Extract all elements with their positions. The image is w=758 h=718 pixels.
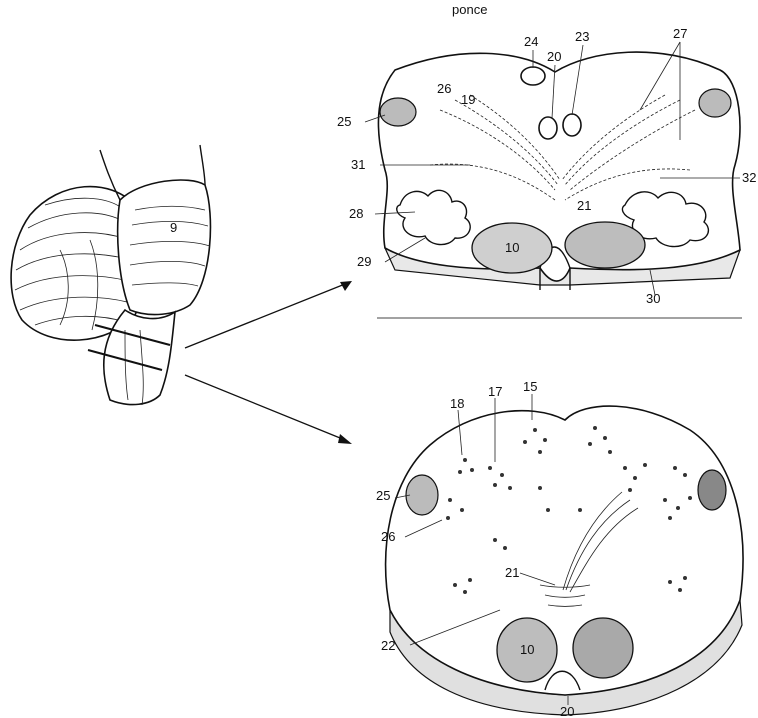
lower-section-outline (386, 406, 743, 695)
upper-label-32: 32 (742, 170, 756, 185)
upper-label-10: 10 (505, 240, 519, 255)
cerebellum-brainstem-drawing: 9 (11, 145, 210, 405)
upper-label-24: 24 (524, 34, 538, 49)
upper-label-31: 31 (351, 157, 365, 172)
upper-label-19: 19 (461, 92, 475, 107)
lower-label-15: 15 (523, 379, 537, 394)
upper-label-26: 26 (437, 81, 451, 96)
arrow-to-lower-section (185, 375, 352, 444)
lower-label-21: 21 (505, 565, 519, 580)
upper-label-30: 30 (646, 291, 660, 306)
arrow-to-upper-section (185, 281, 352, 348)
upper-label-20: 20 (547, 49, 561, 64)
lower-label-22: 22 (381, 638, 395, 653)
upper-section-outline (378, 52, 740, 281)
lower-label-25: 25 (376, 488, 390, 503)
lower-label-26: 26 (381, 529, 395, 544)
upper-label-27: 27 (673, 26, 687, 41)
upper-label-28: 28 (349, 206, 363, 221)
upper-label-23: 23 (575, 29, 589, 44)
lower-label-17: 17 (488, 384, 502, 399)
upper-label-25: 25 (337, 114, 351, 129)
brainstem-label: 9 (170, 220, 177, 235)
top-caption: ponce (452, 2, 487, 17)
lower-label-10: 10 (520, 642, 534, 657)
upper-label-29: 29 (357, 254, 371, 269)
lower-cross-section: 18 17 15 25 26 21 22 10 20 (376, 379, 743, 718)
pons-outline (118, 180, 211, 315)
upper-cross-section: 24 20 23 27 26 19 25 31 32 21 28 10 29 3… (337, 26, 756, 318)
upper-label-21: 21 (577, 198, 591, 213)
lower-label-20: 20 (560, 704, 574, 718)
lower-label-18: 18 (450, 396, 464, 411)
